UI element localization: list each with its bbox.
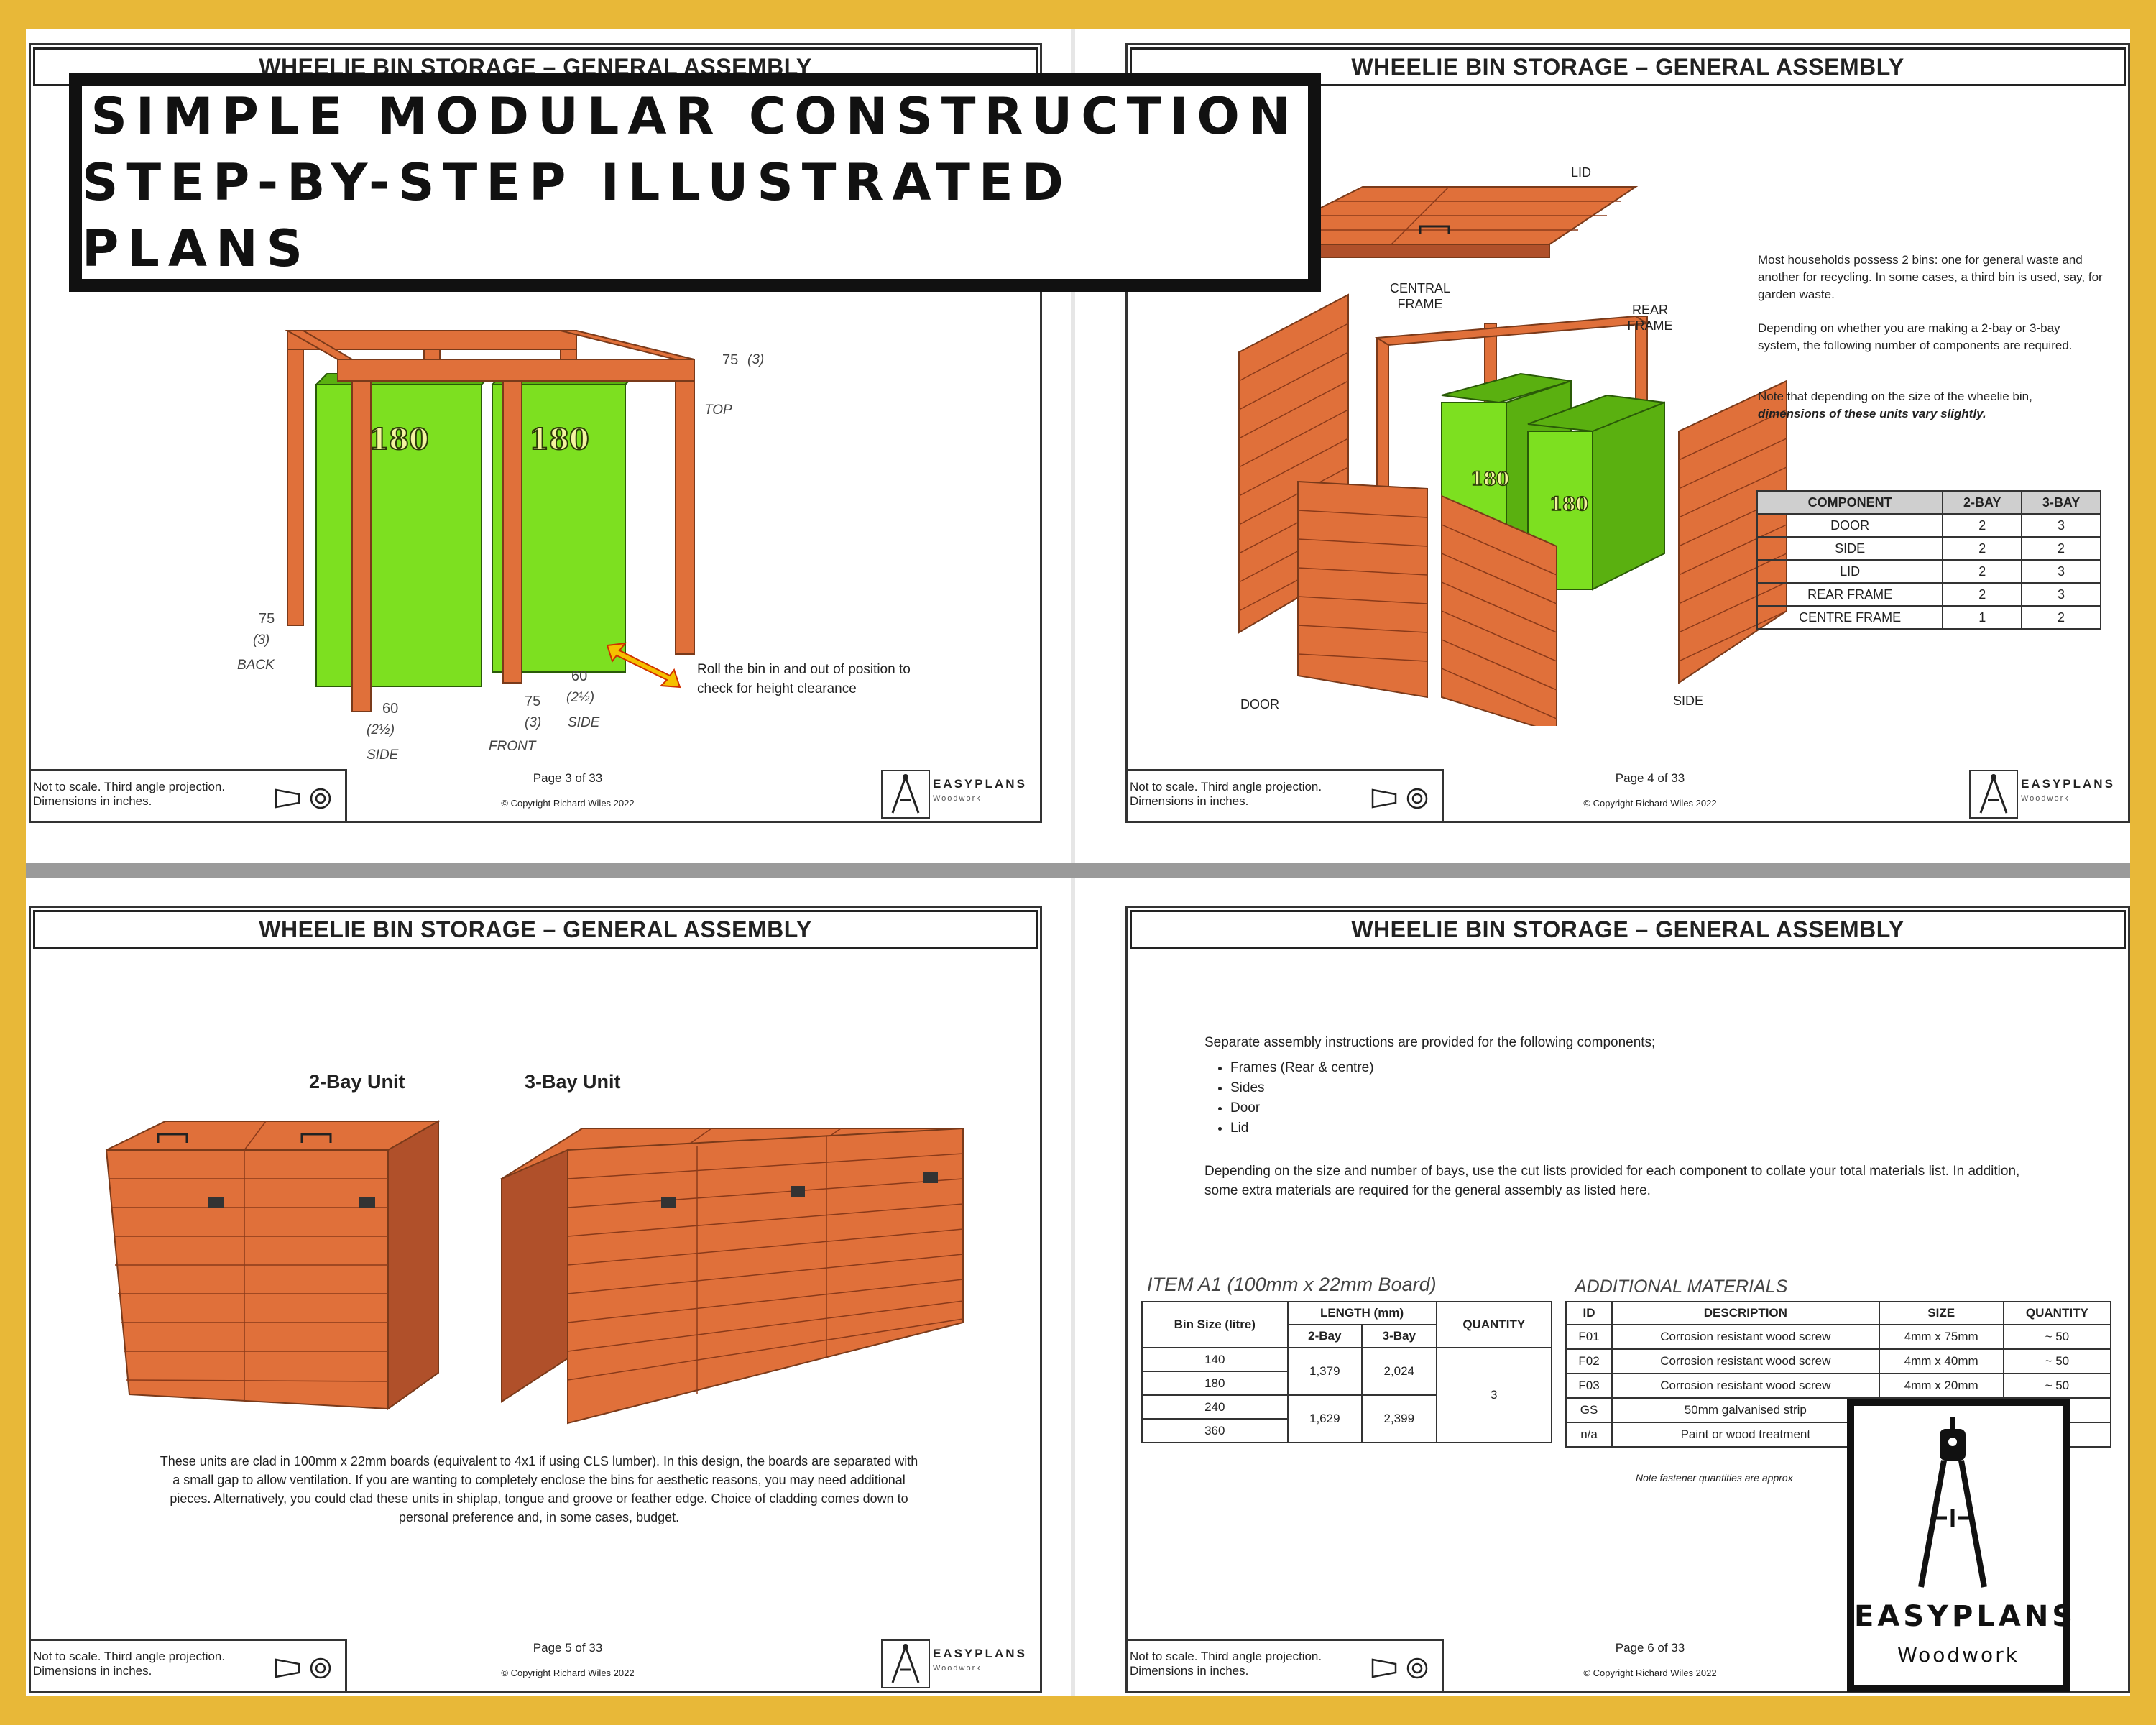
brand-name: EASYPLANS <box>1854 1600 2077 1633</box>
bay-paragraph: Depending on whether you are making a 2-… <box>1758 321 2073 352</box>
compass-logo-icon <box>881 1639 930 1688</box>
page-number: Page 5 of 33 <box>533 1641 603 1655</box>
three-bay-unit-drawing <box>499 1127 966 1425</box>
bin-left-label: 180 <box>1470 469 1509 490</box>
page-4: WHEELIE BIN STORAGE – GENERAL ASSEMBLY <box>1125 43 2130 823</box>
materials-paragraph: Depending on the size and number of bays… <box>1204 1164 2020 1198</box>
list-item: Lid <box>1230 1118 1374 1138</box>
copyright: © Copyright Richard Wiles 2022 <box>501 798 635 809</box>
roll-note: Roll the bin in and out of position to c… <box>697 662 911 696</box>
brand-logo-badge: EASYPLANS Woodwork <box>1847 1399 2077 1692</box>
footer-note-box: Not to scale. Third angle projection. Di… <box>1125 1639 1444 1693</box>
page-number: Page 4 of 33 <box>1615 771 1685 785</box>
cladding-paragraph: These units are clad in 100mm x 22mm boa… <box>160 1454 918 1524</box>
headline-banner: SIMPLE MODULAR CONSTRUCTION STEP-BY-STEP… <box>69 73 1321 292</box>
components-list: Frames (Rear & centre) Sides Door Lid <box>1204 1058 1374 1138</box>
page-title: WHEELIE BIN STORAGE – GENERAL ASSEMBLY <box>33 910 1038 949</box>
list-item: Sides <box>1230 1078 1374 1098</box>
copyright: © Copyright Richard Wiles 2022 <box>1583 798 1717 809</box>
page-number: Page 6 of 33 <box>1615 1641 1685 1655</box>
exploded-drawing: 180 180 <box>1238 186 1787 726</box>
fastener-note: Note fastener quantities are approx <box>1636 1472 1793 1484</box>
compass-logo-icon <box>881 770 930 819</box>
footer-logo: EASYPLANS Woodwork <box>1966 767 2126 819</box>
headline-line-2: STEP-BY-STEP ILLUSTRATED PLANS <box>82 153 1072 278</box>
frame-drawing: 180 180 <box>285 330 695 712</box>
footer-note-box: Not to scale. Third angle projection. Di… <box>29 769 347 823</box>
projection-symbol-icon <box>1371 788 1428 809</box>
brand-subtitle: Woodwork <box>1897 1643 2019 1667</box>
unit-2-bay-label: 2-Bay Unit <box>309 1071 405 1092</box>
page-title: WHEELIE BIN STORAGE – GENERAL ASSEMBLY <box>1130 910 2126 949</box>
item-a1-title: ITEM A1 (100mm x 22mm Board) <box>1147 1274 1437 1295</box>
page-6: WHEELIE BIN STORAGE – GENERAL ASSEMBLY S… <box>1125 906 2130 1693</box>
bin-right-label: 180 <box>529 423 589 456</box>
list-item: Frames (Rear & centre) <box>1230 1058 1374 1078</box>
projection-symbol-icon <box>275 1657 331 1679</box>
footer-logo: EASYPLANS Woodwork <box>878 1637 1038 1688</box>
headline-line-1: SIMPLE MODULAR CONSTRUCTION <box>91 87 1299 146</box>
copyright: © Copyright Richard Wiles 2022 <box>501 1668 635 1678</box>
table-row: 240 1,629 2,399 <box>1141 1394 1552 1443</box>
cut-length-table: Bin Size (litre) LENGTH (mm) QUANTITY 2-… <box>1141 1301 1553 1443</box>
intro-paragraph: Most households possess 2 bins: one for … <box>1758 253 2103 301</box>
document-canvas: WHEELIE BIN STORAGE – GENERAL ASSEMBLY 1… <box>26 29 2130 1696</box>
additional-materials-title: ADDITIONAL MATERIALS <box>1575 1276 1788 1297</box>
projection-symbol-icon <box>275 788 331 809</box>
label-central-frame: CENTRAL FRAME <box>1389 281 1450 311</box>
list-item: Door <box>1230 1098 1374 1118</box>
bin-right-label: 180 <box>1549 494 1588 515</box>
label-rear-frame: REAR FRAME <box>1627 303 1673 333</box>
projection-symbol-icon <box>1371 1657 1428 1679</box>
door-left <box>1297 480 1428 699</box>
horizontal-divider <box>26 862 2130 878</box>
bin-left: 180 <box>314 373 494 687</box>
note-paragraph: Note that depending on the size of the w… <box>1758 390 2032 420</box>
label-lid: LID <box>1571 165 1592 180</box>
compass-logo-icon <box>1969 770 2018 819</box>
compass-logo-icon <box>1918 1417 1987 1588</box>
footer-note-box: Not to scale. Third angle projection. Di… <box>29 1639 347 1693</box>
table-row: 180 <box>1141 1371 1552 1396</box>
components-intro: Separate assembly instructions are provi… <box>1204 1035 1656 1050</box>
label-side: SIDE <box>1673 694 1704 708</box>
label-door: DOOR <box>1240 697 1279 712</box>
page-5: WHEELIE BIN STORAGE – GENERAL ASSEMBLY 2… <box>29 906 1042 1693</box>
table-row: 360 <box>1141 1418 1552 1443</box>
lid-panel <box>1247 186 1639 258</box>
footer-logo: EASYPLANS Woodwork <box>878 767 1038 819</box>
table-row: 140 1,379 2,024 3 <box>1141 1347 1553 1443</box>
copyright: © Copyright Richard Wiles 2022 <box>1583 1668 1717 1678</box>
roll-arrow-icon <box>606 642 681 689</box>
two-bay-unit-drawing <box>105 1120 441 1410</box>
footer-note-box: Not to scale. Third angle projection. Di… <box>1125 769 1444 823</box>
page-number: Page 3 of 33 <box>533 771 603 785</box>
door-right <box>1441 494 1557 726</box>
bin-left-label: 180 <box>369 423 429 456</box>
page-title: WHEELIE BIN STORAGE – GENERAL ASSEMBLY <box>1130 47 2126 86</box>
unit-3-bay-label: 3-Bay Unit <box>525 1071 621 1092</box>
